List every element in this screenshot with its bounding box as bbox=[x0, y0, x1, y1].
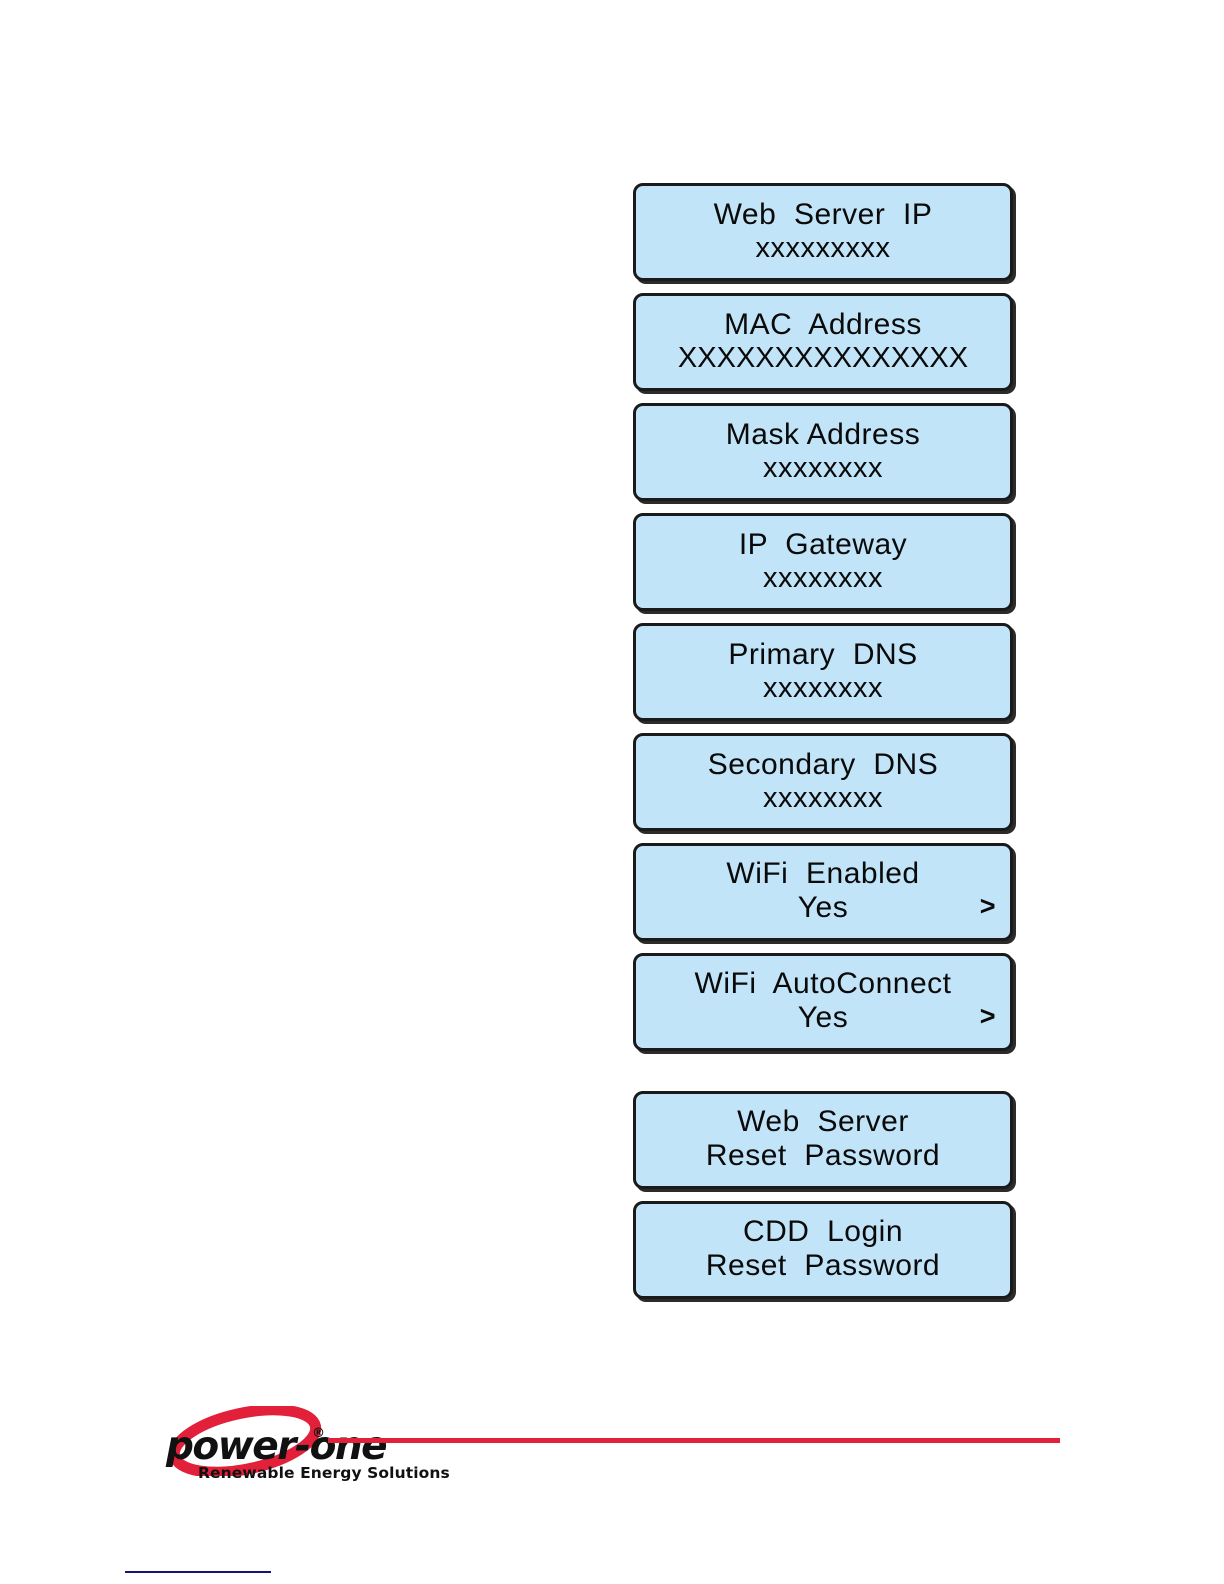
lcd-value-row-wifi-enabled: Yes > bbox=[648, 891, 998, 925]
power-one-logo: power-one ® Renewable Energy Solutions bbox=[160, 1400, 450, 1500]
footer-accent-rule bbox=[328, 1438, 1060, 1443]
lcd-value-ip-gateway: xxxxxxxx bbox=[763, 561, 883, 594]
lcd-title-cdd-login-reset-password: CDD Login bbox=[742, 1215, 904, 1249]
lcd-value-mask-address: xxxxxxxx bbox=[763, 451, 883, 484]
lcd-screen-gap bbox=[633, 391, 1013, 403]
lcd-title-web-server-reset-password: Web Server bbox=[737, 1105, 909, 1139]
lcd-value-web-server-ip: xxxxxxxxx bbox=[755, 231, 891, 264]
lcd-value-mac-address: XXXXXXXXXXXXXXX bbox=[677, 341, 969, 374]
lcd-screen-gap bbox=[633, 831, 1013, 843]
lcd-title-wifi-enabled: WiFi Enabled bbox=[726, 857, 920, 891]
lcd-value-cdd-login-reset-password: Reset Password bbox=[705, 1249, 941, 1282]
lcd-screen-gap bbox=[633, 281, 1013, 293]
logo-wordmark: power-one bbox=[166, 1424, 388, 1469]
lcd-title-mac-address: MAC Address bbox=[724, 307, 922, 341]
lcd-screen-gap bbox=[633, 1189, 1013, 1201]
lcd-value-wifi-autoconnect: Yes bbox=[797, 1001, 849, 1034]
lcd-screen-gap bbox=[633, 611, 1013, 623]
lcd-value-primary-dns: xxxxxxxx bbox=[763, 671, 883, 704]
logo-swoosh-icon bbox=[168, 1406, 322, 1476]
lcd-title-wifi-autoconnect: WiFi AutoConnect bbox=[694, 967, 952, 1001]
lcd-title-web-server-ip: Web Server IP bbox=[713, 197, 933, 231]
lcd-title-ip-gateway: IP Gateway bbox=[738, 527, 908, 561]
lcd-title-secondary-dns: Secondary DNS bbox=[707, 747, 939, 781]
lcd-screen-gap bbox=[633, 501, 1013, 513]
lcd-value-row-wifi-autoconnect: Yes > bbox=[648, 1001, 998, 1035]
lcd-value-secondary-dns: xxxxxxxx bbox=[763, 781, 883, 814]
logo-registered-mark: ® bbox=[312, 1426, 325, 1441]
lcd-screen-gap bbox=[633, 1051, 1013, 1091]
lcd-title-mask-address: Mask Address bbox=[725, 417, 921, 451]
lcd-value-web-server-reset-password: Reset Password bbox=[705, 1139, 941, 1172]
lcd-screen-gap bbox=[633, 721, 1013, 733]
lcd-screen-gap bbox=[633, 941, 1013, 953]
lcd-value-wifi-enabled: Yes bbox=[797, 891, 849, 924]
chevron-right-icon[interactable]: > bbox=[979, 1001, 996, 1031]
footnote-separator-rule bbox=[125, 1571, 271, 1573]
chevron-right-icon[interactable]: > bbox=[979, 891, 996, 921]
logo-tagline: Renewable Energy Solutions bbox=[198, 1464, 450, 1482]
lcd-title-primary-dns: Primary DNS bbox=[728, 637, 918, 671]
